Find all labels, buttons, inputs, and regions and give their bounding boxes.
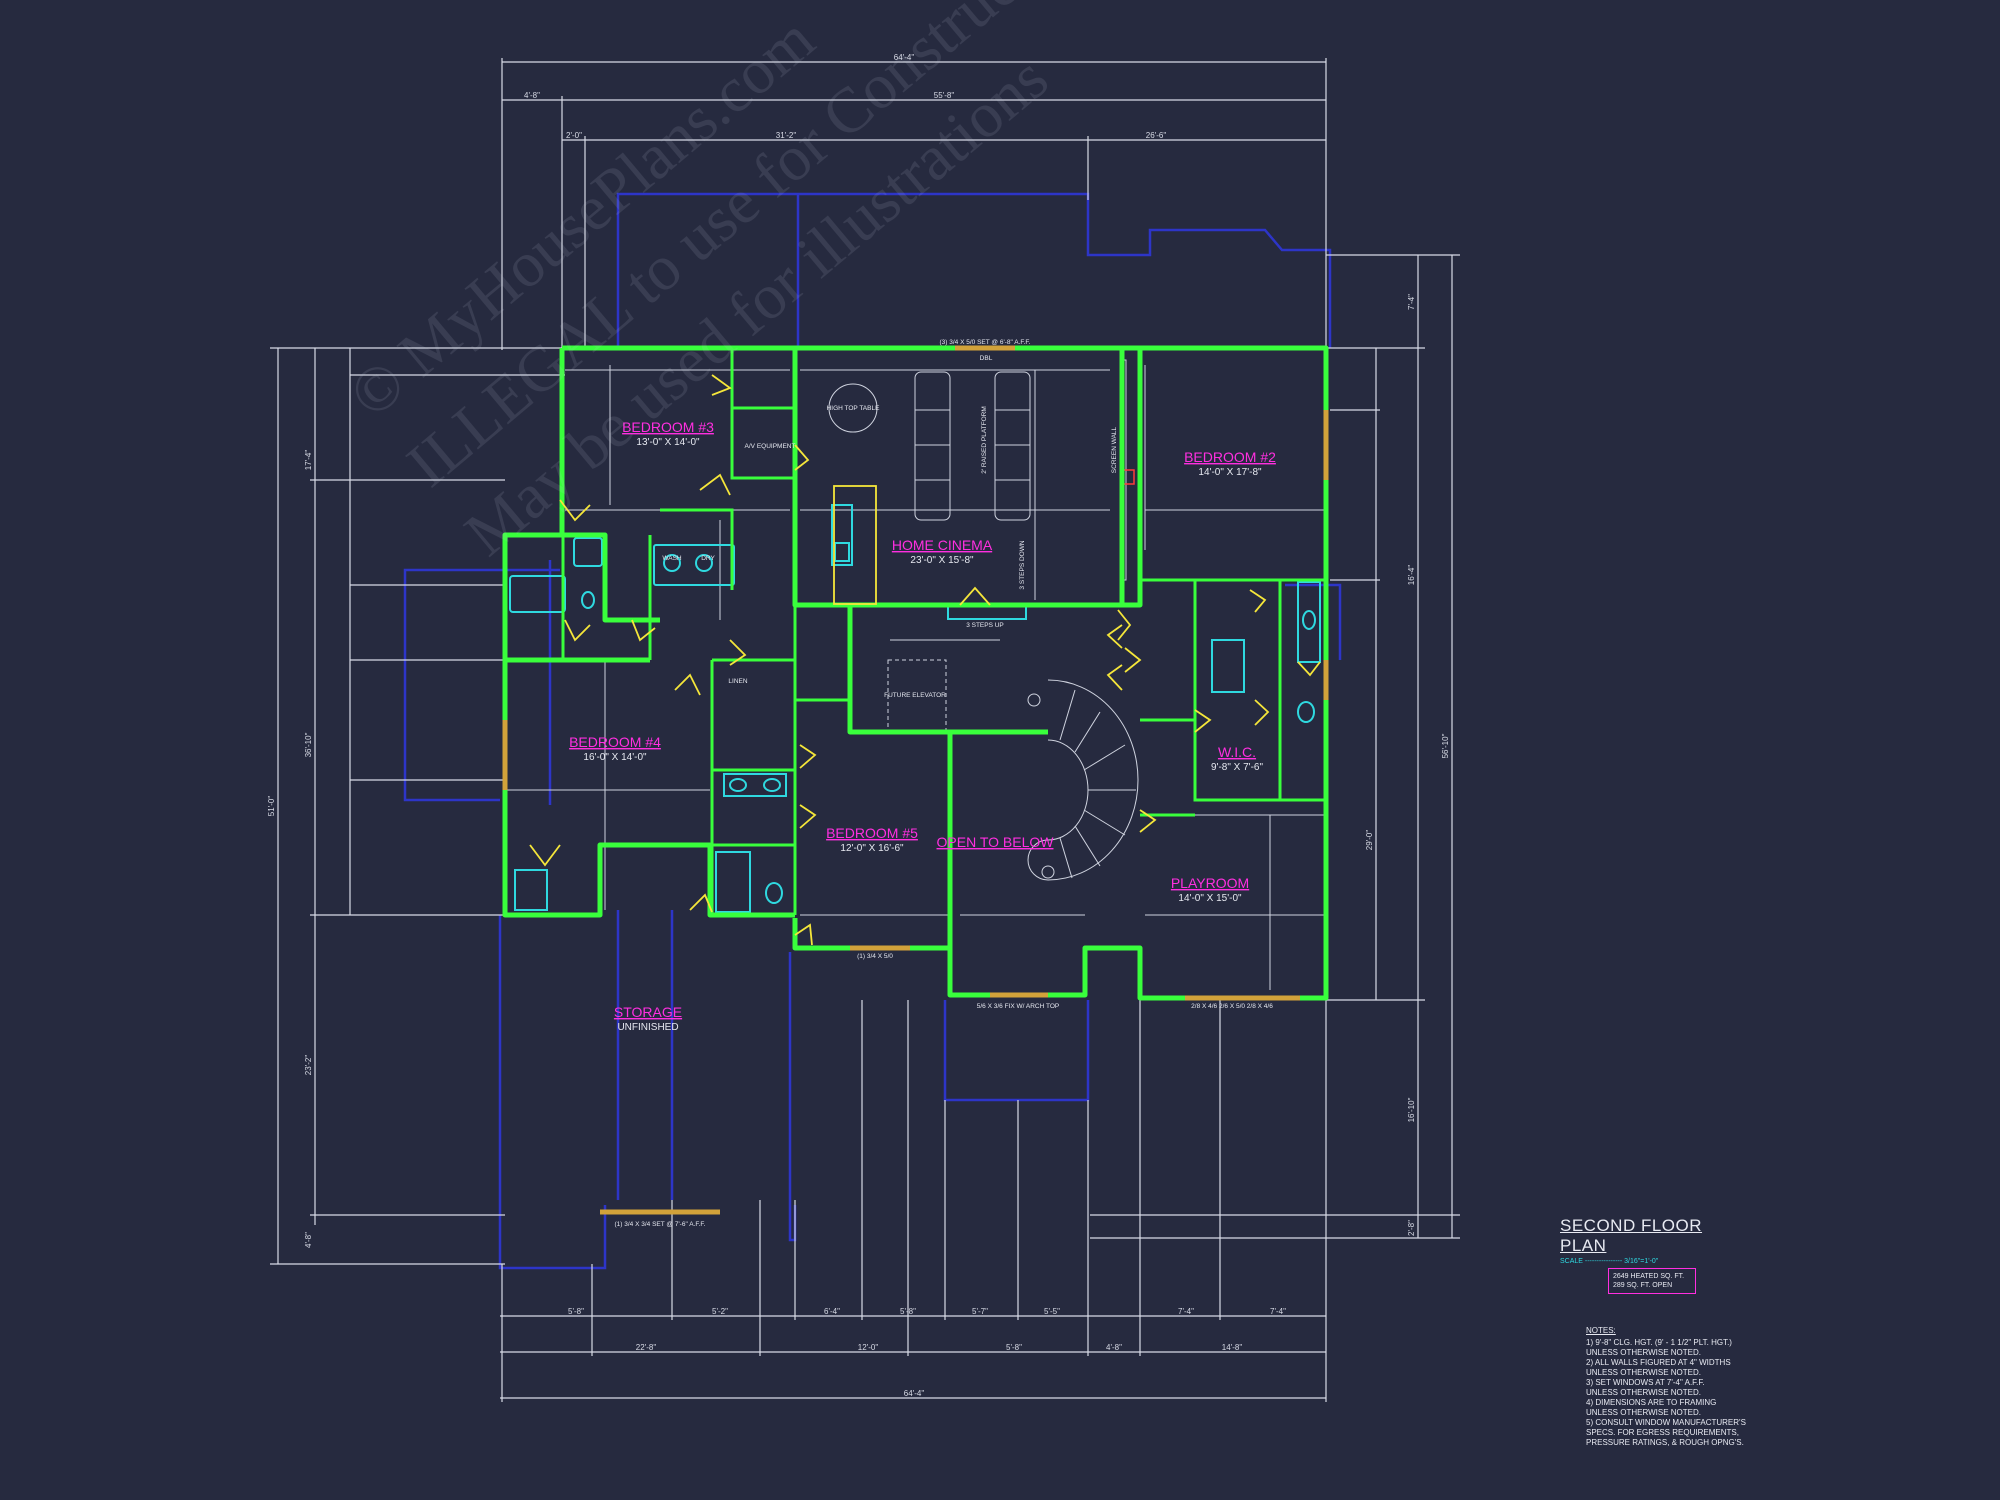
room-playroom-size: 14'-0" X 15'-0" [1178, 893, 1242, 904]
label-wash: WASH [662, 555, 682, 562]
room-bedroom2-size: 14'-0" X 17'-8" [1198, 467, 1262, 478]
label-window-stair: 5/6 X 3/6 FIX W/ ARCH TOP [977, 1003, 1059, 1010]
dim-bottom-2-2: 12'-0" [858, 1343, 879, 1352]
room-wic-size: 9'-8" X 7'-6" [1211, 762, 1264, 773]
dim-left-c: 23'-2" [304, 1055, 313, 1076]
label-dry: DRY [701, 555, 715, 562]
room-storage-name: STORAGE [614, 1004, 682, 1020]
dim-bottom-1-3: 6'-4" [824, 1307, 840, 1316]
dim-top-c: 2'-0" [566, 131, 582, 140]
fixture-labels: HIGH TOP TABLE A/V EQUIPMENT WASH DRY LI… [615, 339, 1274, 1228]
dim-bottom-1-6: 5'-5" [1044, 1307, 1060, 1316]
windows [502, 345, 1329, 1215]
square-footage-box: 2649 HEATED SQ. FT. 289 SQ. FT. OPEN [1608, 1268, 1696, 1294]
label-steps-up: 3 STEPS UP [966, 622, 1004, 629]
dim-bottom-2-3: 5'-8" [1006, 1343, 1022, 1352]
label-steps-down: 3 STEPS DOWN [1019, 540, 1026, 589]
label-high-top-table: HIGH TOP TABLE [827, 405, 881, 412]
room-bedroom2-name: BEDROOM #2 [1184, 449, 1276, 465]
label-linen: LINEN [728, 678, 747, 685]
dim-bottom-1-1: 5'-8" [568, 1307, 584, 1316]
dim-bottom-1-2: 5'-2" [712, 1307, 728, 1316]
label-raised-platform: 2' RAISED PLATFORM [981, 406, 988, 474]
plan-notes: NOTES: 1) 9'-8" CLG. HGT. (9' - 1 1/2" P… [1586, 1326, 1786, 1448]
label-window-bed5: (1) 3/4 X 5/0 [857, 953, 893, 960]
label-future-elevator: FUTURE ELEVATOR [884, 692, 946, 699]
room-bedroom4-size: 16'-0" X 14'-0" [583, 752, 647, 763]
dim-bottom-1-7: 7'-4" [1178, 1307, 1194, 1316]
dim-right-a: 7'-4" [1407, 294, 1416, 310]
dim-top-e: 26'-6" [1146, 131, 1167, 140]
notes-title: NOTES: [1586, 1326, 1616, 1335]
dim-bottom-2-5: 14'-8" [1222, 1343, 1243, 1352]
dim-left-b: 36'-10" [304, 732, 313, 757]
dim-right-b: 16'-4" [1407, 565, 1416, 586]
label-window-front: (3) 3/4 X 5/0 SET @ 6'-8" A.F.F. [940, 339, 1031, 346]
dim-bottom-1-4: 5'-8" [900, 1307, 916, 1316]
label-screen-wall: SCREEN WALL [1111, 426, 1118, 473]
dim-top-b: 55'-8" [934, 91, 955, 100]
dim-bottom-2-4: 4'-8" [1106, 1343, 1122, 1352]
dim-right-d: 16'-10" [1407, 1097, 1416, 1122]
dim-right-e: 2'-8" [1407, 1220, 1416, 1236]
title-block: SECOND FLOOR PLAN SCALE ----------------… [1560, 1216, 1740, 1265]
room-bedroom3-name: BEDROOM #3 [622, 419, 714, 435]
dim-right-overall: 56'-10" [1441, 733, 1450, 758]
label-dbl: DBL [980, 355, 993, 362]
note-item: 5) CONSULT WINDOW MANUFACTURER'S SPECS. … [1586, 1418, 1746, 1447]
spiral-staircase [887, 659, 1139, 881]
room-bedroom5-name: BEDROOM #5 [826, 825, 918, 841]
heated-sqft: 2649 HEATED SQ. FT. [1613, 1273, 1685, 1280]
dim-top-d: 31'-2" [776, 131, 797, 140]
note-item: 3) SET WINDOWS AT 7'-4" A.F.F. UNLESS OT… [1586, 1378, 1705, 1397]
room-home-cinema-name: HOME CINEMA [892, 537, 993, 553]
dim-left-a: 17'-4" [304, 450, 313, 471]
room-wic-name: W.I.C. [1218, 744, 1256, 760]
roof-outline [403, 192, 1342, 1270]
room-bedroom4-name: BEDROOM #4 [569, 734, 661, 750]
room-home-cinema-size: 23'-0" X 15'-8" [910, 555, 974, 566]
room-open-to-below-name: OPEN TO BELOW [937, 834, 1055, 850]
note-item: 1) 9'-8" CLG. HGT. (9' - 1 1/2" PLT. HGT… [1586, 1338, 1732, 1357]
open-sqft: 289 SQ. FT. OPEN [1613, 1282, 1673, 1289]
dim-left-d: 4'-8" [304, 1232, 313, 1248]
label-av-equipment: A/V EQUIPMENT [745, 443, 796, 450]
drawing-title: SECOND FLOOR PLAN [1560, 1216, 1703, 1255]
room-bedroom3-size: 13'-0" X 14'-0" [636, 437, 700, 448]
note-item: 2) ALL WALLS FIGURED AT 4" WIDTHS UNLESS… [1586, 1358, 1731, 1377]
fixtures [509, 504, 1321, 913]
dim-left-overall: 51'-0" [267, 796, 276, 817]
room-bedroom5-size: 12'-0" X 16'-6" [840, 843, 904, 854]
dimension-lines [270, 58, 1460, 1402]
dim-right-c: 29'-0" [1365, 830, 1374, 851]
dim-bottom-2-1: 22'-8" [636, 1343, 657, 1352]
dim-bottom-1-5: 5'-7" [972, 1307, 988, 1316]
dim-overall-bottom: 64'-4" [904, 1389, 925, 1398]
doors [529, 374, 1321, 946]
drawing-scale: SCALE ---------------- 3/16"=1'-0" [1560, 1258, 1659, 1265]
dim-overall-top: 64'-4" [894, 53, 915, 62]
label-window-playroom: 2/8 X 4/6 2/6 X 5/0 2/8 X 4/6 [1191, 1003, 1273, 1010]
label-window-storage: (1) 3/4 X 3/4 SET @ 7'-6" A.F.F. [615, 1221, 706, 1228]
dim-bottom-1-8: 7'-4" [1270, 1307, 1286, 1316]
note-item: 4) DIMENSIONS ARE TO FRAMING UNLESS OTHE… [1586, 1398, 1717, 1417]
room-labels: BEDROOM #3 13'-0" X 14'-0" HOME CINEMA 2… [569, 419, 1276, 1033]
walls [502, 345, 1329, 1001]
dim-top-a: 4'-8" [524, 91, 540, 100]
room-storage-sub: UNFINISHED [617, 1022, 678, 1033]
dimension-texts: 64'-4" 4'-8" 55'-8" 2'-0" 31'-2" 26'-6" … [267, 53, 1450, 1398]
room-playroom-name: PLAYROOM [1171, 875, 1249, 891]
